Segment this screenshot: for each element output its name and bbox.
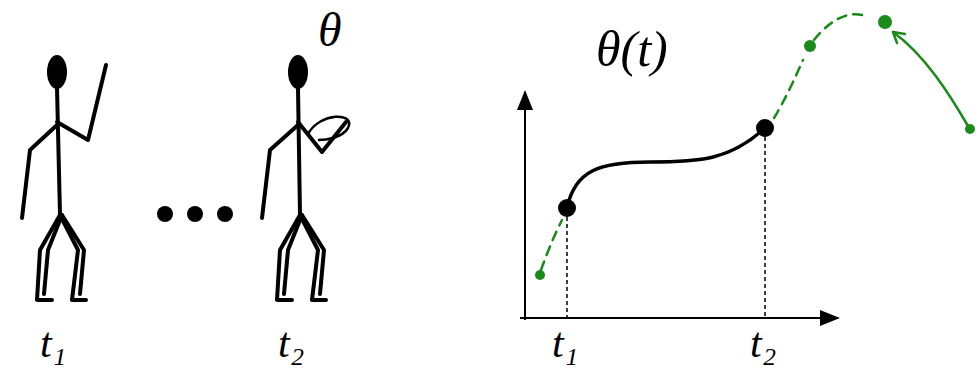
theta-curve — [567, 128, 765, 208]
extrapolation-sketch — [541, 14, 968, 270]
function-label: θ(t) — [596, 24, 668, 74]
time-label: t₂ — [278, 322, 304, 364]
stick-figure — [262, 55, 346, 300]
stick-figure — [22, 55, 106, 300]
axis-tick-label: t₂ — [750, 322, 776, 364]
angle-arc — [308, 117, 349, 140]
extrapolation-dot — [535, 15, 975, 280]
angle-label: θ — [318, 6, 342, 54]
time-label: t₁ — [40, 322, 66, 364]
sample-point — [558, 199, 576, 217]
guide-line — [567, 130, 765, 318]
sample-point — [756, 119, 774, 137]
graph-axes — [520, 92, 838, 320]
ellipsis-dots — [157, 206, 233, 222]
axis-tick-label: t₁ — [552, 322, 578, 364]
